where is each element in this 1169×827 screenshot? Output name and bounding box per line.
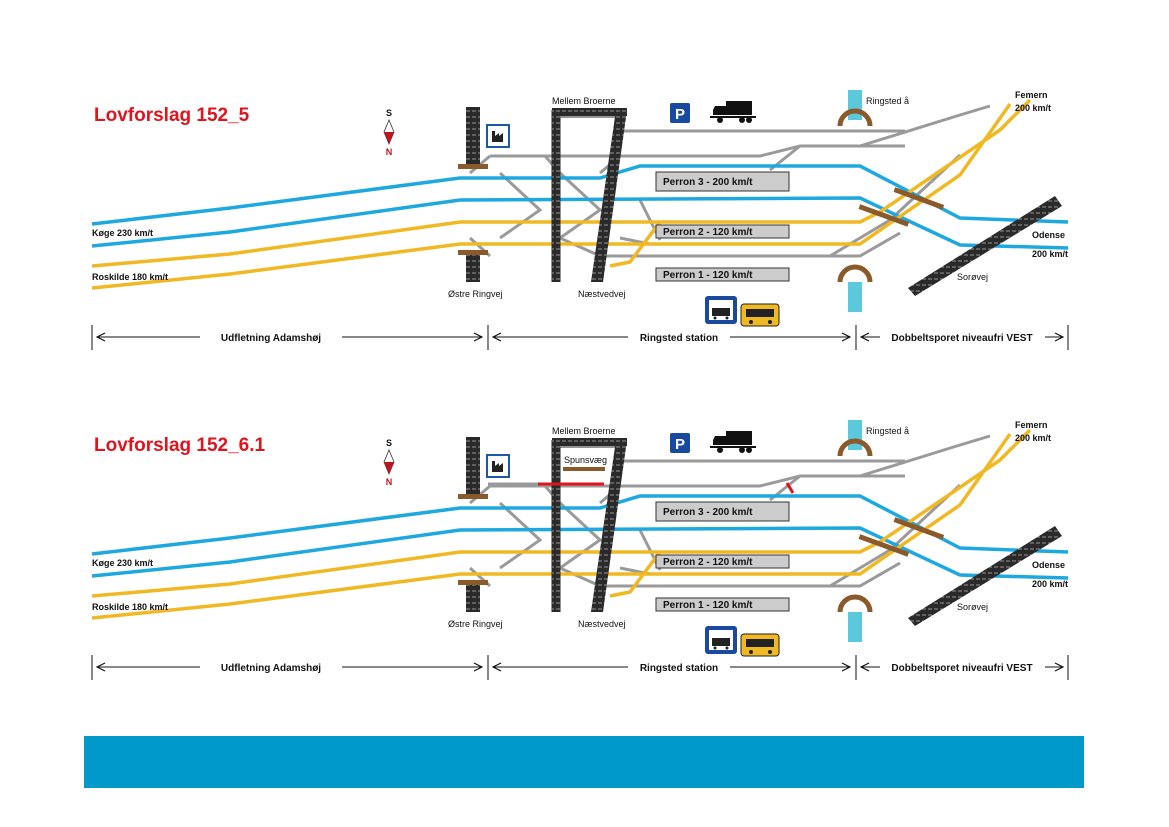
odense-label: Odense (1032, 230, 1065, 240)
ringsted-aa-label: Ringsted å (866, 96, 909, 106)
section-dobbeltsporet: Dobbeltsporet niveaufri VEST (891, 663, 1032, 674)
diagram-2: Spunsvæg Lovforslag 152_6.1 S N Køge 230… (92, 420, 1068, 680)
femern-label: Femern (1015, 90, 1048, 100)
perron-3-label: Perron 3 - 200 km/t (663, 177, 753, 188)
compass-north-label: N (386, 477, 393, 487)
femern-speed-label: 200 km/t (1015, 433, 1051, 443)
mellem-broerne-label: Mellem Broerne (552, 426, 616, 436)
perron-3-label: Perron 3 - 200 km/t (663, 507, 753, 518)
perron-2-label: Perron 2 - 120 km/t (663, 227, 753, 238)
perron-1-label: Perron 1 - 120 km/t (663, 270, 753, 281)
odense-label: Odense (1032, 560, 1065, 570)
section-udfletning: Udfletning Adamshøj (221, 333, 321, 344)
compass-north-label: N (386, 147, 393, 157)
section-udfletning: Udfletning Adamshøj (221, 663, 321, 674)
perron-1-label: Perron 1 - 120 km/t (663, 600, 753, 611)
compass-south-label: S (386, 438, 392, 448)
femern-label: Femern (1015, 420, 1048, 430)
parking-sign-label: P (675, 106, 685, 123)
oestre-ringvej-label: Østre Ringvej (448, 619, 503, 629)
section-ringsted-station: Ringsted station (640, 663, 718, 674)
spunsvaeg-label: Spunsvæg (564, 455, 607, 465)
diagram-title: Lovforslag 152_5 (94, 105, 250, 126)
roskilde-label: Roskilde 180 km/t (92, 602, 168, 612)
oestre-ringvej-label: Østre Ringvej (448, 289, 503, 299)
footer-band (84, 736, 1084, 788)
diagram-1: Lovforslag 152_5 S N Køge 230 km/t Roski… (92, 90, 1068, 350)
diagram-title: Lovforslag 152_6.1 (94, 435, 266, 456)
section-ringsted-station: Ringsted station (640, 333, 718, 344)
soroevej-label: Sorøvej (957, 272, 988, 282)
naestvedvej-label: Næstvedvej (578, 619, 626, 629)
compass-south-label: S (386, 108, 392, 118)
femern-speed-label: 200 km/t (1015, 103, 1051, 113)
section-dobbeltsporet: Dobbeltsporet niveaufri VEST (891, 333, 1032, 344)
parking-sign-label: P (675, 436, 685, 453)
koege-label: Køge 230 km/t (92, 558, 153, 568)
soroevej-label: Sorøvej (957, 602, 988, 612)
ringsted-aa-label: Ringsted å (866, 426, 909, 436)
koege-label: Køge 230 km/t (92, 228, 153, 238)
naestvedvej-label: Næstvedvej (578, 289, 626, 299)
spunsvaeg-wall-east (785, 482, 795, 494)
spunsvaeg-bridge (563, 467, 605, 471)
perron-2-label: Perron 2 - 120 km/t (663, 557, 753, 568)
roskilde-label: Roskilde 180 km/t (92, 272, 168, 282)
odense-speed-label: 200 km/t (1032, 579, 1068, 589)
odense-speed-label: 200 km/t (1032, 249, 1068, 259)
mellem-broerne-label: Mellem Broerne (552, 96, 616, 106)
